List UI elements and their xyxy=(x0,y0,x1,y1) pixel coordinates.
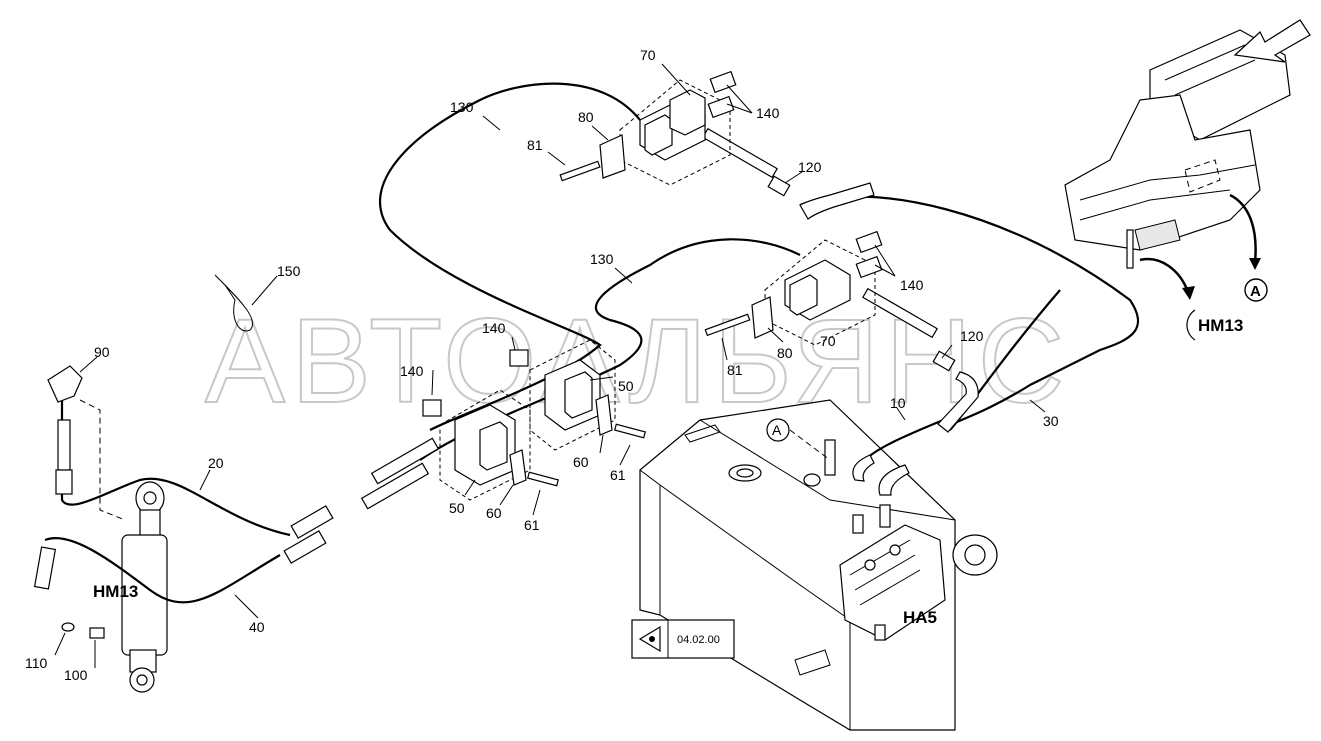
callout-110: 110 xyxy=(25,655,48,671)
callout-80-lower: 80 xyxy=(777,345,793,361)
svg-text:HM13: HM13 xyxy=(1198,316,1243,335)
clamp-block-50-right xyxy=(529,339,616,451)
hose-130-lower xyxy=(419,238,801,461)
callout-130-lower: 130 xyxy=(590,251,614,267)
callout-81-upper: 81 xyxy=(527,137,543,153)
callout-50-left: 50 xyxy=(449,500,465,516)
hose-fittings xyxy=(33,127,979,639)
callout-120-lower: 120 xyxy=(960,328,984,344)
callout-150: 150 xyxy=(277,263,301,279)
callout-90: 90 xyxy=(94,344,110,360)
machine-inset xyxy=(1064,19,1311,269)
callout-60-left: 60 xyxy=(486,505,502,521)
callout-70-lower: 70 xyxy=(820,333,836,349)
reference-box: 04.02.00 xyxy=(631,619,735,659)
callout-81-lower: 81 xyxy=(727,362,743,378)
callout-20: 20 xyxy=(208,455,224,471)
callout-50-right: 50 xyxy=(618,378,634,394)
control-valve-ha5 xyxy=(839,504,998,641)
inset-label-hm13: HM13 xyxy=(1186,309,1243,341)
watermark: АВТОАЛЬЯНС xyxy=(205,294,1070,428)
callout-140-left: 140 xyxy=(400,363,424,379)
reference-code: 04.02.00 xyxy=(677,634,720,646)
small-parts xyxy=(214,70,883,487)
inset-arrows xyxy=(1139,193,1261,300)
svg-text:A: A xyxy=(772,422,782,438)
callout-30: 30 xyxy=(1043,413,1059,429)
callout-120-upper: 120 xyxy=(798,159,822,175)
callout-40: 40 xyxy=(249,619,265,635)
hose-130-upper xyxy=(799,195,1140,426)
view-marker-a-tank: A xyxy=(766,418,831,461)
callout-labels: 70 140 130 80 81 120 130 140 150 140 120… xyxy=(25,47,1059,683)
callout-61-right: 61 xyxy=(610,467,626,483)
svg-text:A: A xyxy=(1250,283,1261,300)
callout-140-right: 140 xyxy=(900,277,924,293)
callout-100: 100 xyxy=(64,667,88,683)
callout-61-left: 61 xyxy=(524,517,540,533)
callout-70-upper: 70 xyxy=(640,47,656,63)
callout-130-upper: 130 xyxy=(450,99,474,115)
callout-140-upper: 140 xyxy=(756,105,780,121)
clamp-block-70-lower xyxy=(764,239,876,346)
callout-60-right: 60 xyxy=(573,454,589,470)
label-ha5-valve: HA5 xyxy=(903,608,937,627)
clamp-block-70-upper xyxy=(619,79,731,186)
hose-20 xyxy=(60,395,291,537)
label-hm13-cylinder: HM13 xyxy=(93,582,138,601)
leader-lines xyxy=(54,63,1046,668)
view-marker-a-inset: A xyxy=(1244,278,1268,302)
callout-80-upper: 80 xyxy=(578,109,594,125)
callout-10: 10 xyxy=(890,395,906,411)
hydraulic-cylinder-hm13 xyxy=(121,481,168,693)
callout-140-mid: 140 xyxy=(482,320,506,336)
hose-40 xyxy=(44,537,281,604)
eye-view-icon xyxy=(638,625,661,653)
